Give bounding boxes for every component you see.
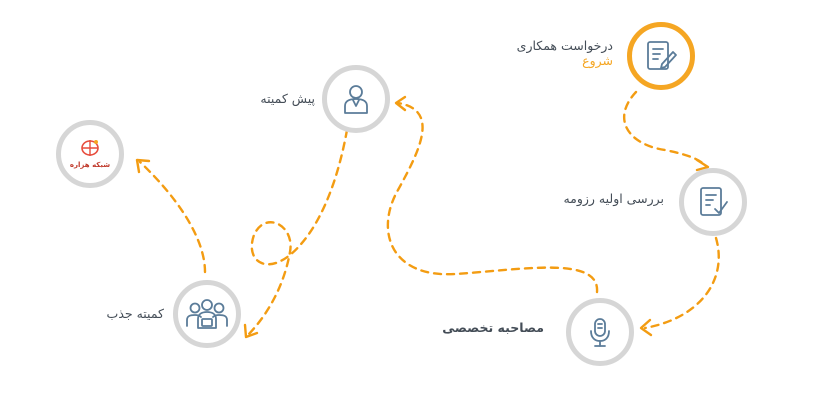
group-icon — [186, 299, 228, 329]
step-interview-node[interactable] — [566, 298, 634, 366]
step-recruitment-label: کمیته جذب — [106, 306, 164, 321]
step-resume-label: بررسی اولیه رزومه — [563, 191, 664, 206]
step-resume-node[interactable] — [679, 168, 747, 236]
microphone-icon — [590, 318, 610, 347]
step-pre-committee-node[interactable] — [322, 65, 390, 133]
step-final-node[interactable]: شبکه هزاره — [56, 120, 124, 188]
step-request-title: درخواست همکاری — [516, 38, 613, 53]
step-recruitment-node[interactable] — [173, 280, 241, 348]
document-edit-icon — [647, 41, 677, 70]
svg-text:شبکه هزاره: شبکه هزاره — [70, 161, 110, 169]
step-request-node[interactable] — [627, 22, 695, 90]
person-icon — [344, 85, 368, 114]
step-interview-label: مصاحبه تخصصی — [442, 320, 544, 335]
start-label: شروع — [582, 53, 613, 68]
document-check-icon — [700, 187, 728, 216]
hezareh-logo: شبکه هزاره — [70, 140, 110, 169]
step-pre-committee-label: پیش کمیته — [260, 91, 315, 106]
step-request-label: درخواست همکاری شروع — [517, 38, 613, 68]
